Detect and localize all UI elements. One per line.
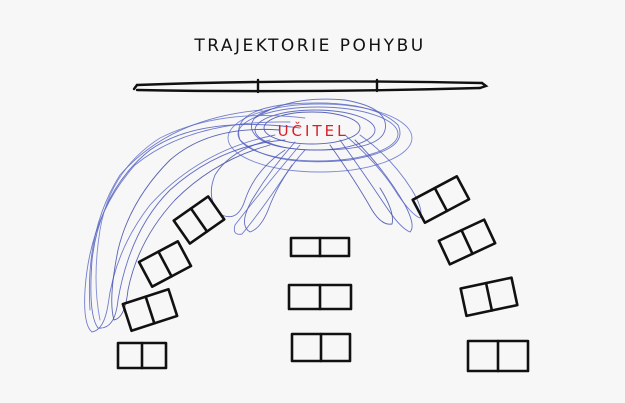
- trajectory-sweep-center: [244, 141, 306, 233]
- desk-center-2: [287, 283, 353, 311]
- desk-left-3: [121, 287, 179, 333]
- desk-right-4: [466, 339, 530, 373]
- trajectory-loop: [237, 106, 399, 162]
- trajectory-sweep-left: [95, 115, 306, 321]
- teacher-movement-trajectories: [84, 98, 422, 333]
- desk-left-1: [172, 195, 226, 245]
- desk-right-1: [411, 175, 471, 225]
- trajectory-sweep-center: [233, 144, 301, 235]
- trajectory-sweep-left: [111, 128, 281, 321]
- blackboard-right-end: [478, 81, 489, 90]
- trajectory-loop: [263, 111, 361, 145]
- blackboard-left-end: [132, 83, 139, 91]
- desks: [116, 175, 530, 373]
- desk-left-2: [137, 240, 193, 288]
- diagram-title: TRAJEKTORIE POHYBU: [193, 36, 425, 56]
- desk-right-3: [459, 276, 519, 318]
- trajectory-sweep-left: [90, 124, 301, 329]
- trajectory-sweep-right: [339, 139, 413, 233]
- blackboard-bottom-edge: [135, 86, 482, 93]
- desk-center-1: [289, 236, 351, 258]
- trajectory-loop: [238, 102, 401, 163]
- desk-left-4: [116, 341, 168, 370]
- trajectory-sweep-right: [329, 144, 393, 225]
- trajectory-sweep-right: [344, 134, 422, 219]
- trajectory-loop: [227, 103, 413, 173]
- blackboard-top-edge: [135, 80, 484, 87]
- blackboard: [132, 78, 489, 94]
- teacher-label: UČITEL: [278, 121, 349, 140]
- desk-center-3: [290, 332, 352, 363]
- trajectory-sweep-left: [88, 109, 263, 311]
- desk-right-2: [437, 218, 497, 266]
- trajectory-sweep-left: [84, 121, 291, 333]
